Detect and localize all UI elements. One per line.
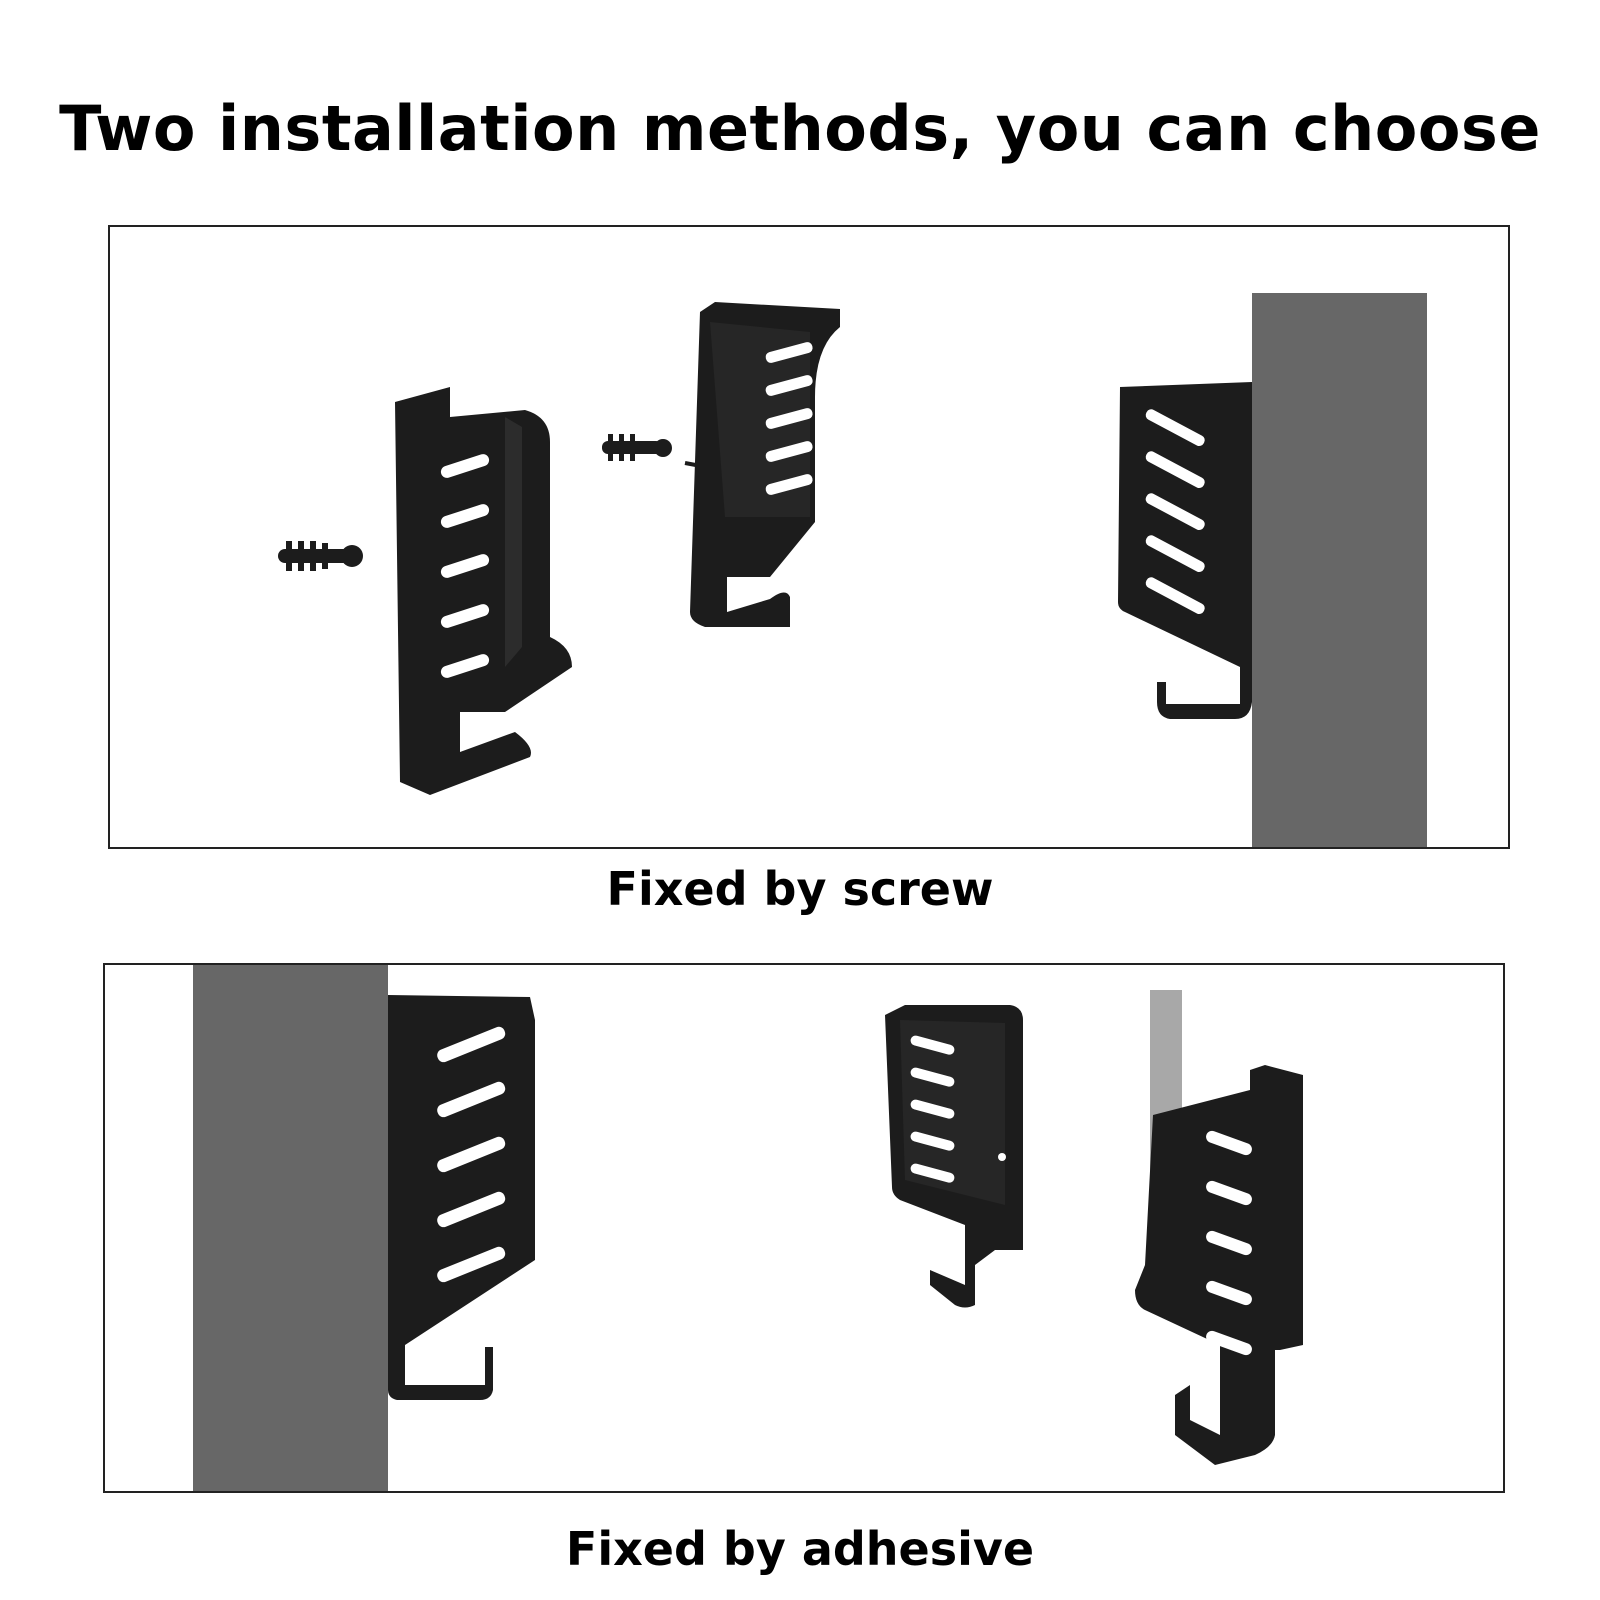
wall-anchor-icon: [278, 541, 363, 571]
caption-adhesive: Fixed by adhesive: [565, 1522, 1035, 1576]
bracket-icon: [1118, 382, 1252, 719]
screw-installation-illustration: [278, 293, 1427, 847]
bracket-icon: [1135, 1065, 1303, 1465]
adhesive-installation-illustration: [193, 965, 1303, 1491]
screw-installation-panel: [108, 225, 1510, 849]
bracket-icon: [395, 387, 572, 795]
wall-icon: [193, 965, 388, 1491]
bracket-icon: [885, 1005, 1023, 1308]
bracket-icon: [388, 995, 535, 1400]
adhesive-installation-panel: [103, 963, 1505, 1493]
page-title: Two installation methods, you can choose: [59, 92, 1541, 165]
caption-screw: Fixed by screw: [606, 862, 994, 916]
wall-icon: [1252, 293, 1427, 847]
wall-anchor-icon: [602, 434, 672, 461]
bracket-icon: [690, 302, 840, 627]
